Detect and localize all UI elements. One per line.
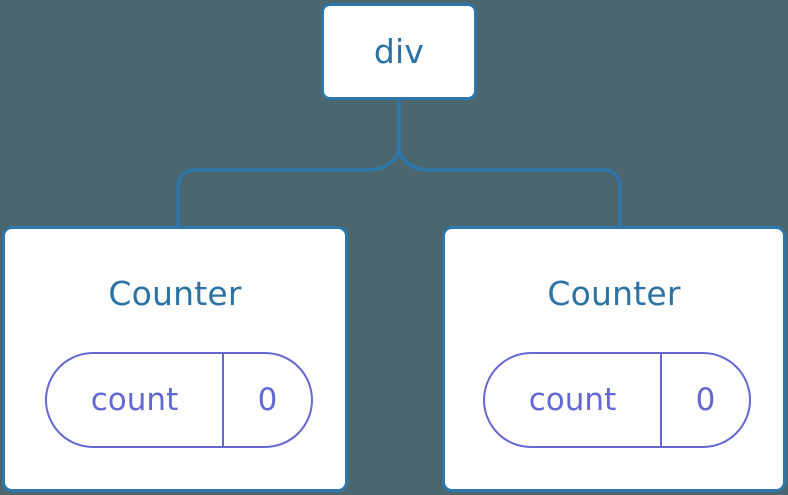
node-div-label: div xyxy=(373,32,425,71)
node-div[interactable]: div xyxy=(321,3,477,100)
node-counter-right-title: Counter xyxy=(547,274,681,313)
node-counter-left-title: Counter xyxy=(108,274,242,313)
state-pill-count-right[interactable]: count 0 xyxy=(483,352,751,448)
node-counter-left[interactable]: Counter count 0 xyxy=(2,226,348,492)
state-pill-key: count xyxy=(47,354,224,446)
node-counter-right[interactable]: Counter count 0 xyxy=(442,226,786,492)
state-pill-key: count xyxy=(485,354,662,446)
state-pill-value: 0 xyxy=(257,381,278,418)
state-pill-value: 0 xyxy=(695,381,716,418)
state-pill-count-left[interactable]: count 0 xyxy=(45,352,313,448)
